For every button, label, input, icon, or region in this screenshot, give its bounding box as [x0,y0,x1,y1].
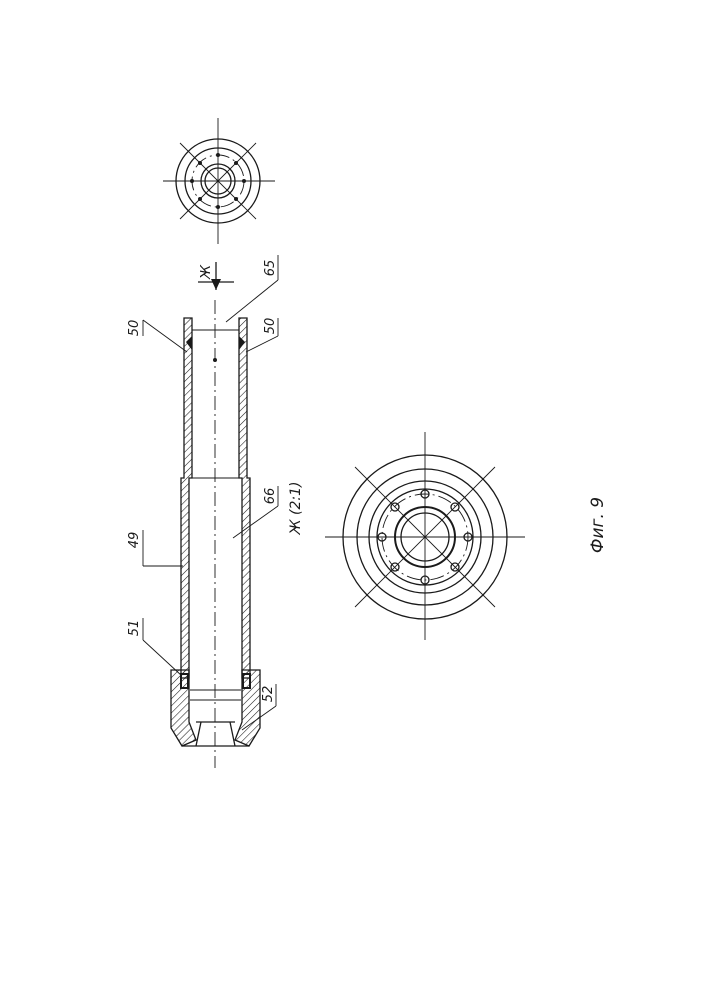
figure-caption: Фиг. 9 [588,497,608,553]
tube-wall-left [181,318,192,678]
view-label: Ж (2:1) [288,482,304,536]
end-fitting-left [171,670,196,746]
callout-52: 52 [261,686,276,703]
tube-section [171,300,260,768]
end-fitting-right [235,670,260,746]
callout-51: 51 [127,620,142,637]
callouts: 50 50 65 66 49 51 52 [127,255,278,730]
callout-66: 66 [263,488,278,505]
callout-50-bottom: 50 [263,318,278,335]
callout-50-top: 50 [127,320,142,337]
view-arrow: Ж [198,262,234,290]
callout-65: 65 [263,260,278,277]
detail-view [325,432,525,640]
small-end-view [163,118,275,244]
tube-wall-right [239,318,250,678]
callout-49: 49 [127,532,142,549]
view-arrow-label: Ж [199,264,214,280]
